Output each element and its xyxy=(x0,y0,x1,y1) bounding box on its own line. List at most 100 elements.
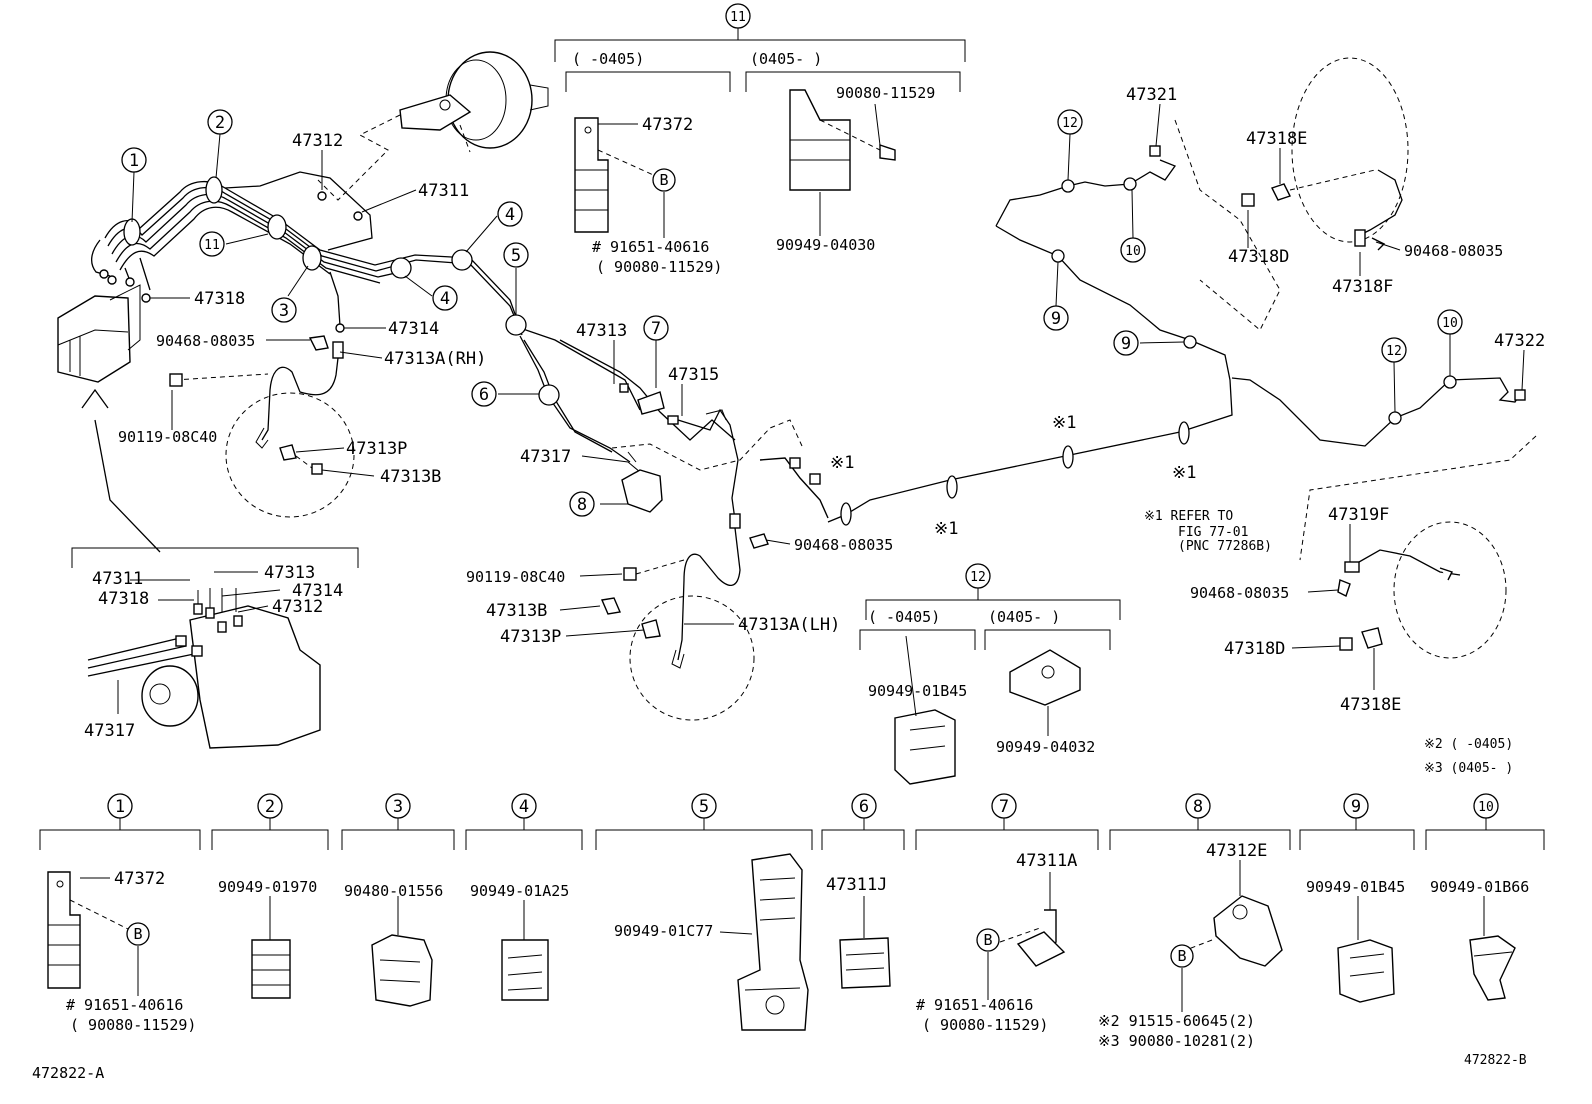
section-10-number: 10 xyxy=(1473,793,1499,819)
ref-note-line3: (PNC 77286B) xyxy=(1178,539,1272,554)
label-90468-b: 90468-08035 xyxy=(794,536,893,554)
svg-text:1: 1 xyxy=(129,151,139,171)
label-90468-d: 90468-08035 xyxy=(1190,584,1289,602)
callout-5: 5 xyxy=(503,242,529,268)
callout-10: 10 xyxy=(1120,237,1146,263)
label-47318f: 47318F xyxy=(1332,277,1393,297)
inset-actuator xyxy=(71,388,359,749)
svg-text:10: 10 xyxy=(1125,244,1141,259)
section-8-number: 8 xyxy=(1185,793,1211,819)
label-47313b-a: 47313B xyxy=(380,467,441,487)
svg-text:B: B xyxy=(659,171,668,189)
s7-label-hash: # 91651-40616 xyxy=(916,996,1033,1014)
svg-text:11: 11 xyxy=(204,238,220,253)
section-4-number: 4 xyxy=(511,793,537,819)
rear-hose-bottom xyxy=(1337,521,1507,659)
svg-text:8: 8 xyxy=(1193,797,1203,817)
svg-text:4: 4 xyxy=(440,289,450,309)
abs-actuator-drawing xyxy=(57,284,141,383)
section-2-number: 2 xyxy=(257,793,283,819)
g12-before-label: ( -0405) xyxy=(868,608,940,626)
svg-text:B: B xyxy=(1177,947,1186,965)
callout-B-g11: B xyxy=(652,168,676,192)
svg-text:10: 10 xyxy=(1442,316,1458,331)
svg-text:3: 3 xyxy=(279,301,289,321)
inset-label-47318: 47318 xyxy=(98,589,149,609)
label-90468-a: 90468-08035 xyxy=(156,332,255,350)
inset-label-47314: 47314 xyxy=(292,581,343,601)
label-47313a-rh: 47313A(RH) xyxy=(384,349,486,369)
callout-9: 9 xyxy=(1043,305,1069,331)
drawing-id-right: 472822-B xyxy=(1464,1053,1527,1068)
label-47313b-b: 47313B xyxy=(486,601,547,621)
svg-text:9: 9 xyxy=(1351,797,1361,817)
rh-hose-drawing xyxy=(169,357,355,518)
callout-circles: 1 2 11 3 4 4 5 6 7 8 11 12 10 9 9 12 10 … xyxy=(107,3,1499,968)
callout-4: 4 xyxy=(432,285,458,311)
label-90468-c: 90468-08035 xyxy=(1404,242,1503,260)
svg-text:6: 6 xyxy=(859,797,869,817)
center-components xyxy=(611,383,829,521)
g12-label-clamp-b: 90949-04032 xyxy=(996,738,1095,756)
svg-text:3: 3 xyxy=(393,797,403,817)
callout-11-top: 11 xyxy=(725,3,751,29)
label-47318: 47318 xyxy=(194,289,245,309)
note-2: ※2 ( -0405) xyxy=(1424,737,1513,752)
svg-text:2: 2 xyxy=(215,113,225,133)
section-5-number: 5 xyxy=(691,793,717,819)
callout-7: 7 xyxy=(643,315,669,341)
section-1-number: 1 xyxy=(107,793,133,819)
inset-label-47312: 47312 xyxy=(272,597,323,617)
callout-12-right: 12 xyxy=(1381,337,1407,363)
ref-note-line2: FIG 77-01 xyxy=(1178,525,1248,540)
s8-label-note2: ※2 91515-60645(2) xyxy=(1098,1012,1255,1030)
g11-before-label: ( -0405) xyxy=(572,50,644,68)
section-3-number: 3 xyxy=(385,793,411,819)
label-47313p-a: 47313P xyxy=(346,439,407,459)
tube-clamps xyxy=(123,176,560,406)
svg-text:10: 10 xyxy=(1478,800,1494,815)
s2-label: 90949-01970 xyxy=(218,878,317,896)
section-7-number: 7 xyxy=(991,793,1017,819)
s10-label: 90949-01B66 xyxy=(1430,878,1529,896)
label-47313: 47313 xyxy=(576,321,627,341)
svg-text:12: 12 xyxy=(1062,116,1078,131)
section-9-number: 9 xyxy=(1343,793,1369,819)
svg-text:8: 8 xyxy=(577,495,587,515)
part-labels: 47312 47311 47318 47314 90468-08035 4731… xyxy=(118,85,1545,776)
bottom-labels: 47372 # 91651-40616 ( 90080-11529) 90949… xyxy=(66,841,1529,1050)
brake-tube-bundle xyxy=(90,171,736,463)
label-47315: 47315 xyxy=(668,365,719,385)
group-12-labels: ( -0405) (0405- ) 90949-01B45 90949-0403… xyxy=(868,608,1095,756)
g11-label-alt-bolt: ( 90080-11529) xyxy=(596,258,722,276)
s7-label: 47311A xyxy=(1016,851,1077,871)
svg-text:7: 7 xyxy=(651,319,661,339)
ref-1-a: ※1 xyxy=(830,453,854,473)
ref-1-c: ※1 xyxy=(934,519,958,539)
callout-8: 8 xyxy=(569,491,595,517)
svg-text:12: 12 xyxy=(970,570,986,585)
callout-9b: 9 xyxy=(1113,330,1139,356)
svg-text:B: B xyxy=(983,931,992,949)
label-47318e-b: 47318E xyxy=(1340,695,1401,715)
svg-text:12: 12 xyxy=(1386,344,1402,359)
svg-text:5: 5 xyxy=(511,246,521,266)
rear-hose-top xyxy=(1241,57,1409,251)
g11-label-bolt-b: 90080-11529 xyxy=(836,84,935,102)
g11-label-47372: 47372 xyxy=(642,115,693,135)
callout-2: 2 xyxy=(207,109,233,135)
label-47311: 47311 xyxy=(418,181,469,201)
svg-text:5: 5 xyxy=(699,797,709,817)
group-11-section xyxy=(554,28,966,238)
label-47313a-lh: 47313A(LH) xyxy=(738,615,840,635)
floor-clamps xyxy=(840,145,1526,526)
inset-label-47313: 47313 xyxy=(264,563,315,583)
s9-label: 90949-01B45 xyxy=(1306,878,1405,896)
ref-1-b: ※1 xyxy=(1052,413,1076,433)
brake-booster-drawing xyxy=(317,51,549,201)
svg-text:2: 2 xyxy=(265,797,275,817)
s1-label-alt: ( 90080-11529) xyxy=(70,1016,196,1034)
callout-B-s7: B xyxy=(976,928,1000,952)
